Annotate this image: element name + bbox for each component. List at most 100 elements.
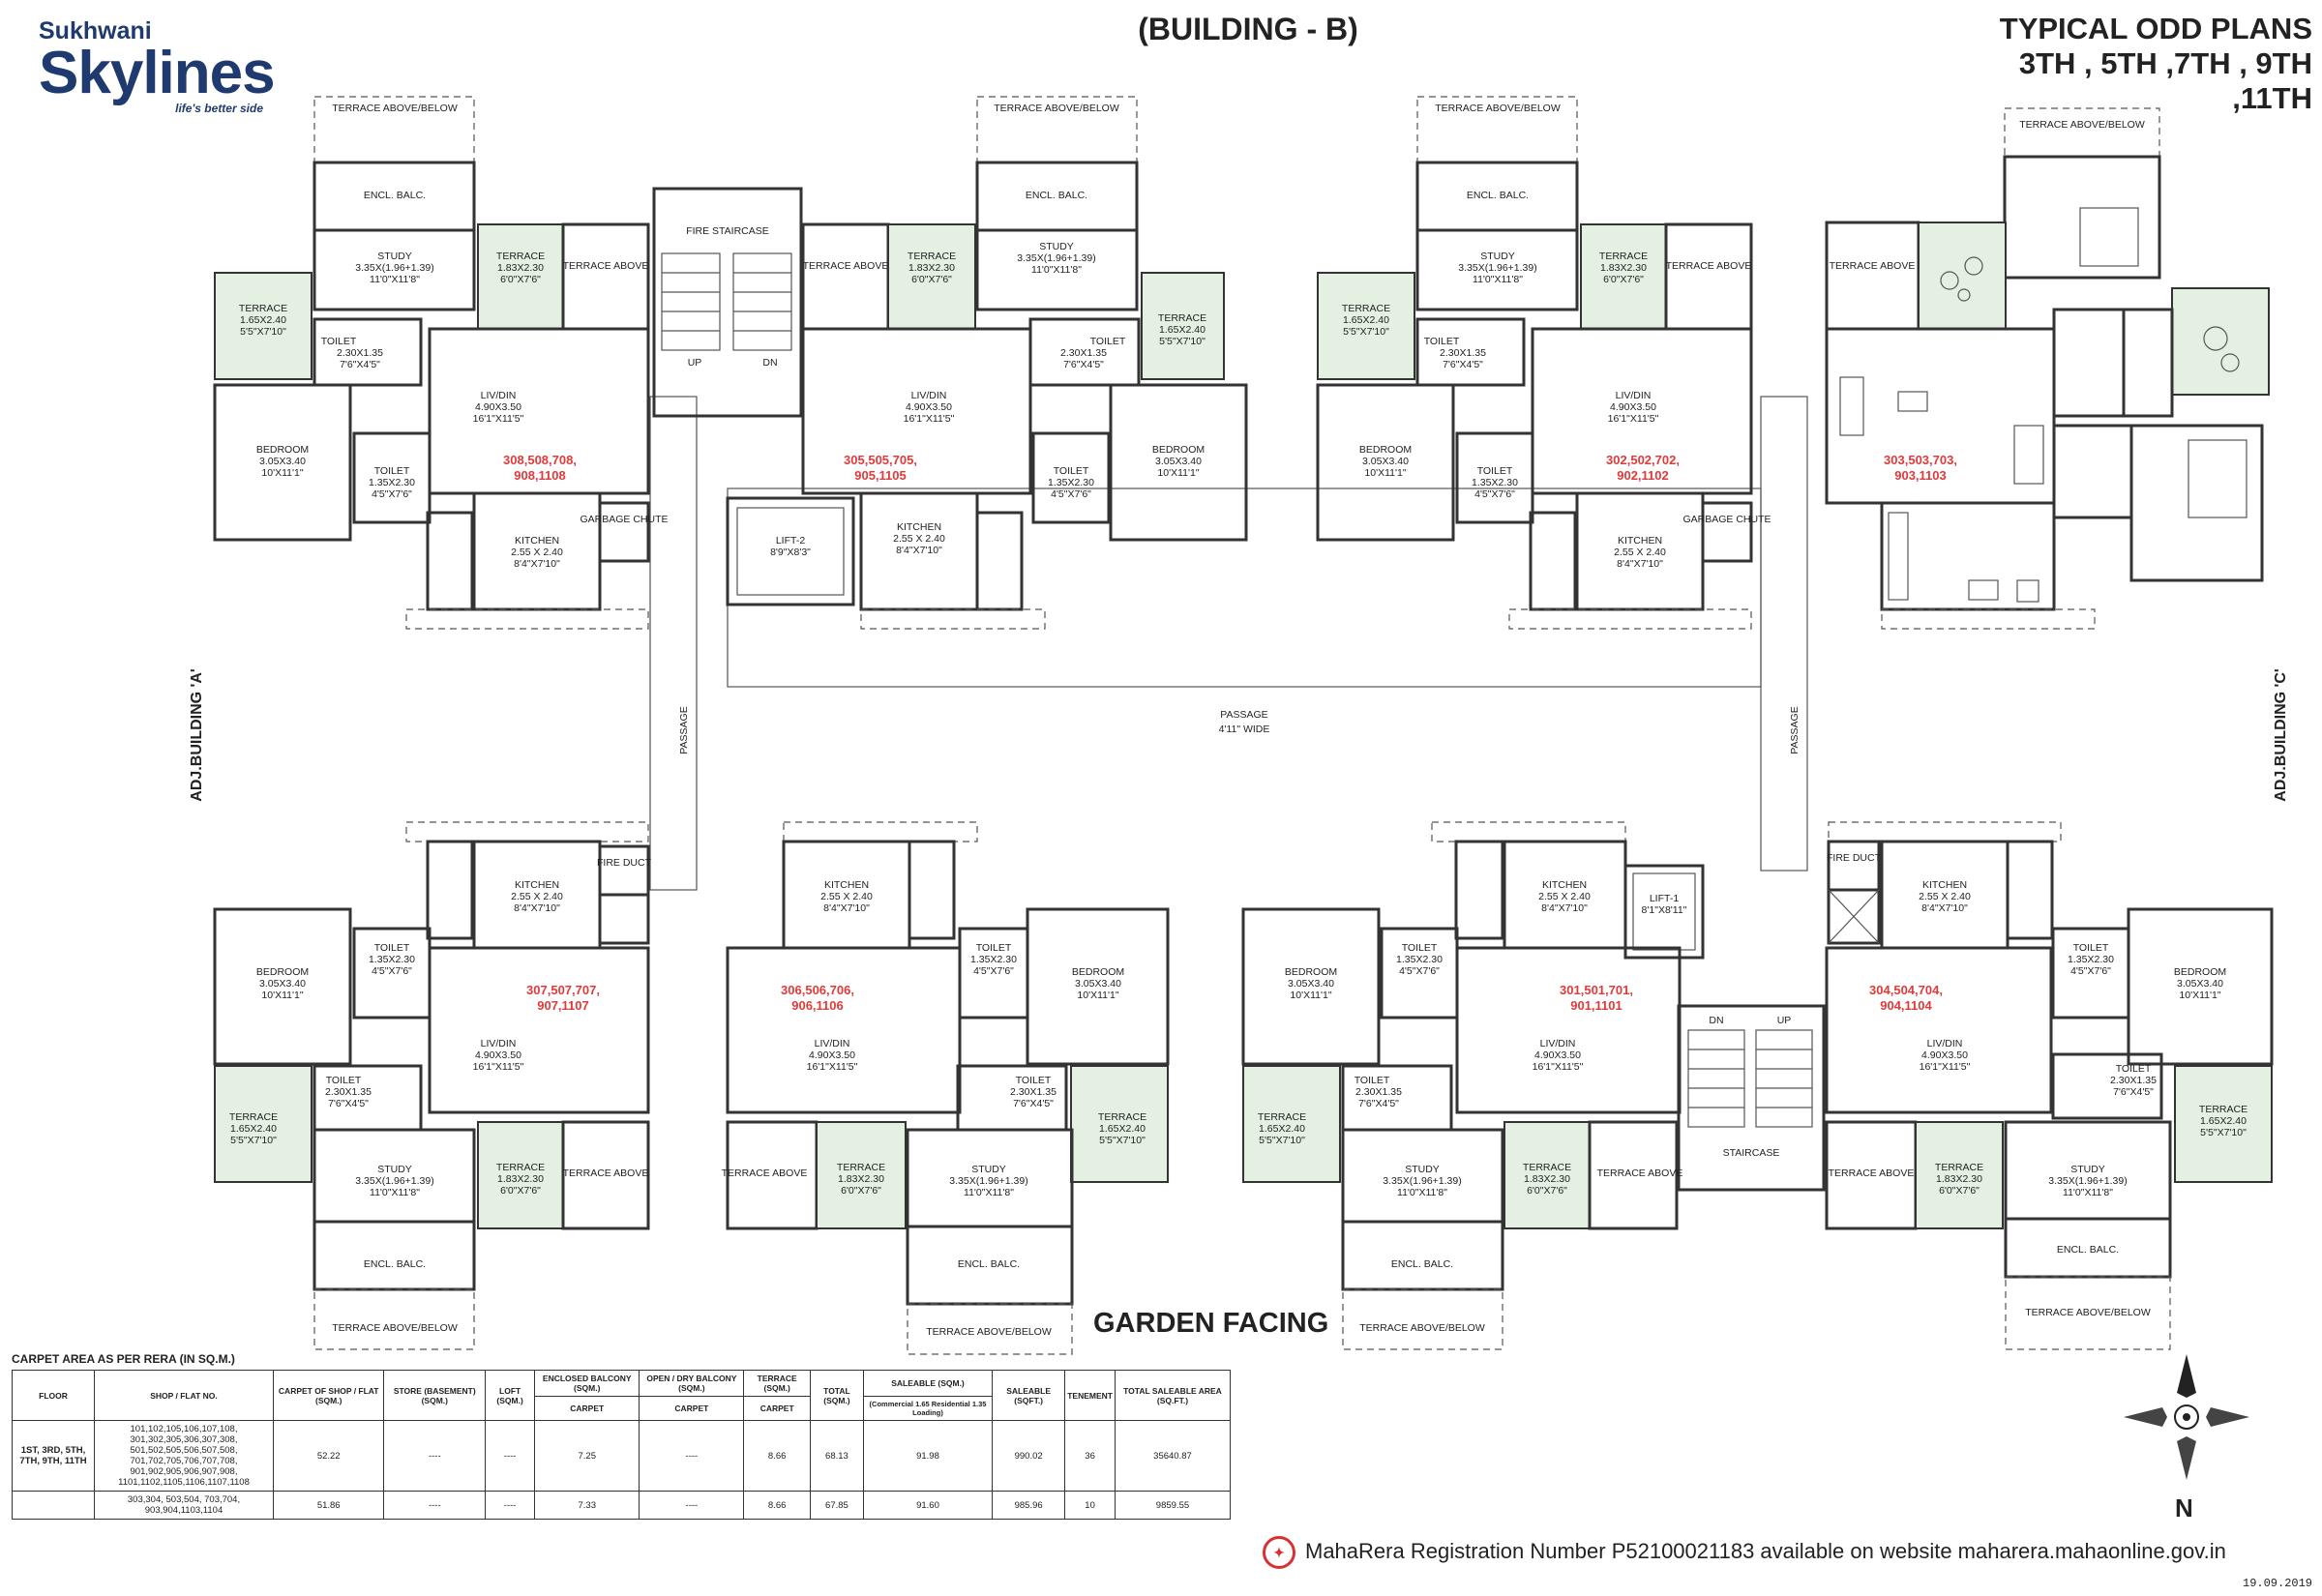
- svg-text:TERRACE: TERRACE: [908, 251, 956, 262]
- svg-text:TOILET: TOILET: [1477, 465, 1513, 477]
- svg-text:LIFT-2: LIFT-2: [776, 535, 806, 547]
- table-cell: 52.22: [272, 1420, 385, 1492]
- table-cell: ----: [639, 1420, 745, 1492]
- svg-text:1.35X2.30: 1.35X2.30: [1048, 477, 1094, 488]
- svg-text:8'4"X7'10": 8'4"X7'10": [514, 558, 560, 570]
- flat-308-plan: TERRACE ABOVE/BELOW ENCL. BALC. STUDY 3.…: [213, 96, 669, 630]
- svg-text:6'0"X7'6": 6'0"X7'6": [1939, 1185, 1980, 1197]
- svg-text:TOILET: TOILET: [1424, 336, 1460, 347]
- svg-text:STUDY: STUDY: [1405, 1164, 1440, 1175]
- svg-text:8'4"X7'10": 8'4"X7'10": [896, 545, 942, 556]
- svg-text:ENCL. BALC.: ENCL. BALC.: [1467, 190, 1529, 201]
- svg-text:LIFT-1: LIFT-1: [1650, 893, 1680, 904]
- svg-text:1.83X2.30: 1.83X2.30: [1524, 1173, 1570, 1185]
- svg-text:16'1"X11'5": 16'1"X11'5": [904, 413, 955, 425]
- passage-inner-outline: [727, 488, 1762, 688]
- svg-text:STUDY: STUDY: [1480, 251, 1515, 262]
- svg-text:11'0"X11'8": 11'0"X11'8": [1397, 1187, 1447, 1198]
- svg-text:TOILET: TOILET: [374, 465, 410, 477]
- svg-text:1.65X2.40: 1.65X2.40: [240, 314, 286, 326]
- carpet-area-table: FLOOR SHOP / FLAT NO. CARPET OF SHOP / F…: [12, 1370, 1232, 1520]
- svg-text:2.55 X 2.40: 2.55 X 2.40: [1919, 891, 1971, 902]
- table-cell: 9859.55: [1114, 1491, 1232, 1520]
- svg-text:4'5"X7'6": 4'5"X7'6": [1474, 488, 1515, 500]
- svg-text:5'5"X7'10": 5'5"X7'10": [1099, 1135, 1146, 1146]
- table-cell: 67.85: [809, 1491, 864, 1520]
- svg-text:6'0"X7'6": 6'0"X7'6": [500, 1185, 541, 1197]
- svg-text:4.90X3.50: 4.90X3.50: [809, 1049, 855, 1061]
- svg-text:LIV/DIN: LIV/DIN: [1540, 1038, 1576, 1049]
- svg-text:TERRACE ABOVE/BELOW: TERRACE ABOVE/BELOW: [1435, 103, 1561, 114]
- svg-text:BEDROOM: BEDROOM: [1285, 966, 1337, 978]
- svg-text:8'9"X8'3": 8'9"X8'3": [770, 547, 811, 558]
- svg-text:1.65X2.40: 1.65X2.40: [2200, 1115, 2247, 1127]
- table-subheader-cell: (Commercial 1.65 Residential 1.35 Loadin…: [862, 1396, 994, 1421]
- svg-text:2.55 X 2.40: 2.55 X 2.40: [511, 891, 563, 902]
- svg-text:4'5"X7'6": 4'5"X7'6": [372, 965, 412, 977]
- passage-right: [1760, 396, 1808, 872]
- svg-text:TERRACE ABOVE: TERRACE ABOVE: [1666, 260, 1752, 272]
- svg-text:908,1108: 908,1108: [514, 468, 566, 483]
- svg-text:GARBAGE CHUTE: GARBAGE CHUTE: [1682, 514, 1771, 525]
- svg-text:904,1104: 904,1104: [1880, 998, 1932, 1013]
- svg-text:3.05X3.40: 3.05X3.40: [259, 978, 306, 990]
- svg-text:1.83X2.30: 1.83X2.30: [497, 1173, 544, 1185]
- svg-text:TERRACE: TERRACE: [496, 1162, 545, 1173]
- svg-text:KITCHEN: KITCHEN: [1542, 879, 1587, 891]
- svg-text:6'0"X7'6": 6'0"X7'6": [500, 274, 541, 285]
- svg-text:ENCL. BALC.: ENCL. BALC.: [364, 1258, 426, 1270]
- svg-text:3.35X(1.96+1.39): 3.35X(1.96+1.39): [1383, 1175, 1461, 1187]
- svg-text:BEDROOM: BEDROOM: [1359, 444, 1412, 456]
- svg-text:10'X11'1": 10'X11'1": [261, 990, 303, 1001]
- svg-text:5'5"X7'10": 5'5"X7'10": [1259, 1135, 1305, 1146]
- svg-text:TERRACE ABOVE/BELOW: TERRACE ABOVE/BELOW: [2025, 1307, 2151, 1318]
- svg-text:TERRACE: TERRACE: [1599, 251, 1648, 262]
- svg-text:1.35X2.30: 1.35X2.30: [1396, 954, 1443, 965]
- maharera-icon: ✦: [1263, 1536, 1295, 1569]
- flat-307-number: 307,507,707,: [526, 983, 600, 997]
- table-cell: ----: [485, 1491, 536, 1520]
- svg-text:7'6"X4'5": 7'6"X4'5": [1443, 359, 1483, 370]
- svg-text:4.90X3.50: 4.90X3.50: [1921, 1049, 1968, 1061]
- svg-text:TOILET: TOILET: [976, 942, 1012, 954]
- svg-text:3.35X(1.96+1.39): 3.35X(1.96+1.39): [355, 1175, 433, 1187]
- table-cell: ----: [639, 1491, 745, 1520]
- table-row: 303,304, 503,504, 703,704, 903,904,1103,…: [12, 1491, 1232, 1520]
- svg-text:1.65X2.40: 1.65X2.40: [1343, 314, 1389, 326]
- svg-text:906,1106: 906,1106: [791, 998, 844, 1013]
- brand-logo: Sukhwani Skylines life's better side: [39, 17, 290, 115]
- table-header-cell: ENCLOSED BALCONY (SQM.): [534, 1370, 640, 1397]
- table-header-cell: TOTAL (SQM.): [809, 1370, 864, 1421]
- svg-text:7'6"X4'5": 7'6"X4'5": [1358, 1098, 1399, 1109]
- svg-text:7'6"X4'5": 7'6"X4'5": [2113, 1086, 2154, 1098]
- svg-text:1.35X2.30: 1.35X2.30: [2068, 954, 2114, 965]
- svg-text:TERRACE ABOVE: TERRACE ABOVE: [722, 1167, 808, 1179]
- svg-text:TOILET: TOILET: [2116, 1063, 2152, 1075]
- svg-text:KITCHEN: KITCHEN: [515, 535, 559, 547]
- building-title: (BUILDING - B): [1138, 12, 1358, 46]
- svg-text:TERRACE: TERRACE: [1523, 1162, 1571, 1173]
- flat-307-plan: KITCHEN 2.55 X 2.40 8'4"X7'10" FIRE DUCT…: [213, 821, 652, 1350]
- svg-text:3.05X3.40: 3.05X3.40: [1288, 978, 1334, 990]
- svg-text:TERRACE ABOVE/BELOW: TERRACE ABOVE/BELOW: [1359, 1322, 1485, 1334]
- table-cell: 985.96: [992, 1491, 1066, 1520]
- svg-text:DN: DN: [1709, 1015, 1723, 1026]
- svg-text:3.35X(1.96+1.39): 3.35X(1.96+1.39): [355, 262, 433, 274]
- svg-text:TERRACE ABOVE: TERRACE ABOVE: [1830, 260, 1916, 272]
- passage-center-width: 4'11" WIDE: [1219, 724, 1270, 735]
- table-cell: ----: [383, 1491, 487, 1520]
- svg-text:DN: DN: [762, 357, 777, 369]
- svg-text:6'0"X7'6": 6'0"X7'6": [841, 1185, 881, 1197]
- svg-text:LIV/DIN: LIV/DIN: [1927, 1038, 1963, 1049]
- svg-text:FIRE STAIRCASE: FIRE STAIRCASE: [686, 225, 769, 237]
- svg-text:16'1"X11'5": 16'1"X11'5": [1533, 1061, 1584, 1073]
- svg-text:3.05X3.40: 3.05X3.40: [1075, 978, 1121, 990]
- svg-text:KITCHEN: KITCHEN: [1922, 879, 1967, 891]
- svg-text:1.35X2.30: 1.35X2.30: [970, 954, 1017, 965]
- table-cell: [12, 1491, 95, 1520]
- flat-301-number: 301,501,701,: [1560, 983, 1633, 997]
- svg-text:1.83X2.30: 1.83X2.30: [838, 1173, 884, 1185]
- svg-text:7'6"X4'5": 7'6"X4'5": [328, 1098, 369, 1109]
- svg-text:1.35X2.30: 1.35X2.30: [1472, 477, 1518, 488]
- svg-text:1.65X2.40: 1.65X2.40: [230, 1123, 277, 1135]
